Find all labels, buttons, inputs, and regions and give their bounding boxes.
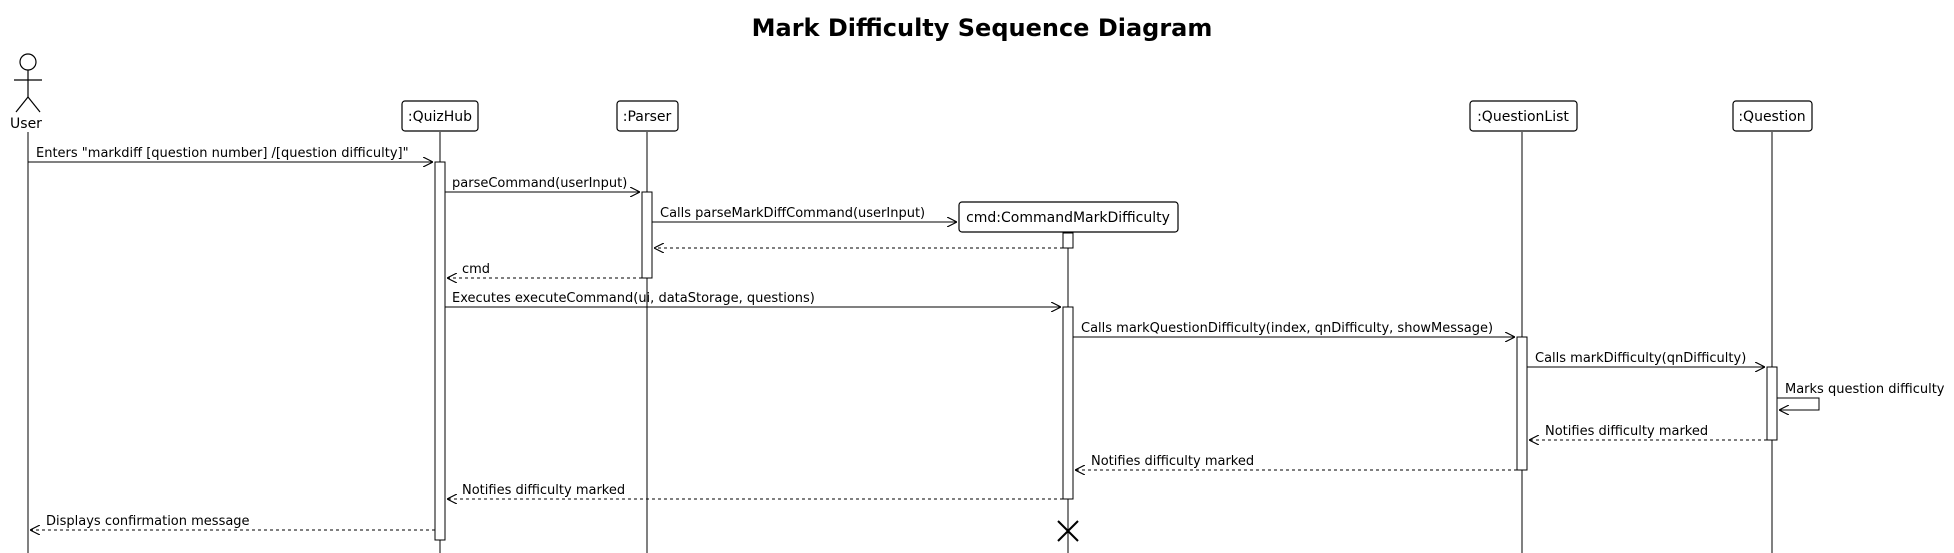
participant-question: :Question (1732, 100, 1813, 132)
svg-text:Marks question difficulty: Marks question difficulty (1785, 382, 1945, 397)
svg-text:Calls markDifficulty(qnDifficu: Calls markDifficulty(qnDifficulty) (1535, 351, 1746, 366)
message-5-return: cmd (447, 262, 642, 278)
participant-quizhub: :QuizHub (401, 100, 479, 132)
message-9-self: Marks question difficulty (1777, 382, 1945, 410)
participant-cmd-label: cmd:CommandMarkDifficulty (966, 210, 1170, 226)
participant-question-label: :Question (1738, 109, 1805, 125)
participant-questionlist-label: :QuestionList (1477, 109, 1569, 125)
activation-questionlist (1516, 336, 1528, 471)
activation-question (1766, 366, 1778, 441)
actor-user: User (10, 53, 42, 132)
participant-quizhub-label: :QuizHub (408, 109, 472, 125)
svg-text:Enters "markdiff [question num: Enters "markdiff [question number] /[que… (36, 146, 409, 161)
participant-questionlist: :QuestionList (1469, 100, 1578, 132)
activation-parser (641, 191, 653, 279)
participant-parser-label: :Parser (623, 109, 672, 125)
actor-user-label: User (10, 116, 42, 132)
message-2: parseCommand(userInput) (445, 176, 640, 192)
activation-cmd-execute (1062, 306, 1074, 500)
activation-cmd-create (1062, 232, 1074, 249)
svg-text:Displays confirmation message: Displays confirmation message (46, 514, 250, 529)
message-8: Calls markDifficulty(qnDifficulty) (1527, 351, 1765, 367)
message-10-return: Notifies difficulty marked (1529, 424, 1767, 440)
svg-text:Calls markQuestionDifficulty(i: Calls markQuestionDifficulty(index, qnDi… (1081, 321, 1493, 336)
svg-text:Notifies difficulty marked: Notifies difficulty marked (462, 483, 625, 498)
svg-text:Calls parseMarkDiffCommand(use: Calls parseMarkDiffCommand(userInput) (660, 206, 925, 221)
message-1: Enters "markdiff [question number] /[que… (28, 146, 433, 162)
activation-quizhub (434, 161, 446, 541)
participant-parser: :Parser (616, 100, 679, 132)
destroy-cmd-icon (1057, 520, 1079, 542)
svg-text:Executes executeCommand(ui, da: Executes executeCommand(ui, dataStorage,… (452, 291, 815, 306)
participant-cmd: cmd:CommandMarkDifficulty (958, 201, 1179, 233)
svg-text:cmd: cmd (462, 262, 490, 277)
message-12-return: Notifies difficulty marked (447, 483, 1063, 499)
svg-text:Notifies difficulty marked: Notifies difficulty marked (1545, 424, 1708, 439)
message-13-return: Displays confirmation message (30, 514, 435, 530)
message-11-return: Notifies difficulty marked (1075, 454, 1517, 470)
message-6: Executes executeCommand(ui, dataStorage,… (445, 291, 1061, 307)
diagram-title: Mark Difficulty Sequence Diagram (752, 14, 1213, 42)
message-7: Calls markQuestionDifficulty(index, qnDi… (1073, 321, 1515, 337)
svg-text:Notifies difficulty marked: Notifies difficulty marked (1091, 454, 1254, 469)
svg-text:parseCommand(userInput): parseCommand(userInput) (452, 176, 627, 191)
message-3: Calls parseMarkDiffCommand(userInput) (652, 206, 957, 222)
actor-head (19, 53, 37, 71)
